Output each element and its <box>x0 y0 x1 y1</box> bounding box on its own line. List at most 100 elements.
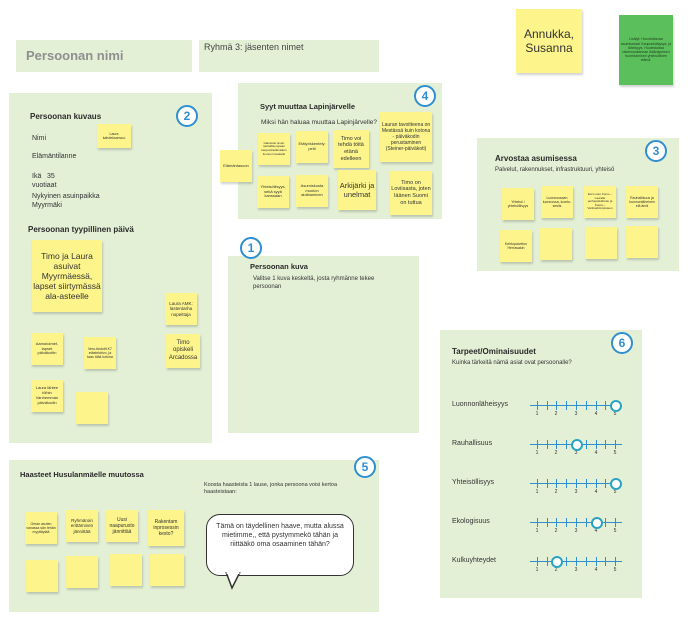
value-note-d-text: Rauhallisuus ja luonnonläheinen elä ämä <box>629 195 655 209</box>
reason-note-e-text: Yhteisöllisyys, sekä syyä kanssaan <box>260 183 286 199</box>
current-residence-label: Nykyinen asuinpaikka <box>32 193 100 200</box>
group-members-field[interactable]: Ryhmä 3: jäsenten nimet <box>199 40 379 72</box>
scale-marker[interactable] <box>610 478 622 490</box>
section-badge-4: 4 <box>414 85 436 107</box>
challenge-note-g[interactable] <box>110 554 142 586</box>
reason-note-a[interactable]: Halusivat oman rauhallisempaan kaupunkie… <box>258 133 290 165</box>
scale-tick-label: 3 <box>574 411 578 417</box>
scale-tick <box>596 401 597 410</box>
green-sticky-note[interactable]: Lisätyt: Huomioitavaa asumisessa! Kaupun… <box>619 15 673 85</box>
reason-note-left[interactable]: Elämäntasoon <box>220 150 252 182</box>
reason-note-e[interactable]: Yhteisöllisyys, sekä syyä kanssaan <box>257 176 289 208</box>
scale-tick <box>586 518 587 527</box>
reason-note-f[interactable]: Asumiskusta muuton aloittaminen <box>296 175 328 207</box>
day-note-4[interactable]: Timo opiskeli Arcadossa <box>166 334 200 368</box>
value-note-f[interactable] <box>540 228 572 260</box>
scale-tick <box>586 401 587 410</box>
reason-note-d[interactable]: Lauran tavoitteena on Mestässä kuin koto… <box>380 112 432 162</box>
scale-tick-label: 5 <box>613 450 617 456</box>
value-note-a-text: Yhteisö / yhteisöllisyys <box>507 199 529 208</box>
day-note-5-text: Laura lähtee töihin Vanhemman päiväkodin <box>35 385 59 405</box>
challenge-note-c[interactable]: Uusi naapurusto jännittää <box>106 510 138 542</box>
scale-label: Yhteisöllisyys <box>452 479 495 486</box>
persona-image-panel[interactable] <box>228 256 419 433</box>
scale-tick-label: 5 <box>613 567 617 573</box>
scale-tick <box>537 401 538 410</box>
scale-marker[interactable] <box>591 517 603 529</box>
reason-note-b[interactable]: Etätyöskentely: pelti <box>296 131 328 163</box>
challenge-note-h[interactable] <box>150 554 184 586</box>
challenges-instruction: Koosta haasteista 1 lause, jonka persoon… <box>204 482 337 495</box>
reason-note-h-text: Timo on Loviisasta, joten läänen Suomi o… <box>391 179 431 206</box>
value-note-d[interactable]: Rauhallisuus ja luonnonläheinen elä ämä <box>626 186 658 218</box>
challenge-note-c-text: Uusi naapurusto jännittää <box>109 517 135 535</box>
scale-tick <box>605 440 606 449</box>
value-note-c-text: Ecco osto Korvo – Lauralle perhepäivähoi… <box>587 192 613 211</box>
scale-tick <box>596 440 597 449</box>
challenge-note-b[interactable]: Ryhmäroin erittäminen jännittää <box>66 510 98 542</box>
scale-tick-label: 1 <box>535 528 539 534</box>
reason-note-c[interactable]: Timo voi tehdä töitä etänä edelleen <box>333 130 369 168</box>
challenge-note-f[interactable] <box>66 556 98 588</box>
scale-marker[interactable] <box>610 400 622 412</box>
day-note-2[interactable]: Aamutoimet, lapset päiväkotiin <box>31 333 63 365</box>
reason-note-c-text: Timo voi tehdä töitä etänä edelleen <box>338 135 364 162</box>
day-note-5[interactable]: Laura lähtee töihin Vanhemman päiväkodin <box>31 380 63 412</box>
day-note-1[interactable]: Laura AMK: lastentarha nopeittaja <box>165 293 197 325</box>
scale-tick-label: 1 <box>535 411 539 417</box>
scale-tick-label: 2 <box>554 489 558 495</box>
value-note-g[interactable] <box>585 227 617 259</box>
scale-tick-label: 2 <box>554 411 558 417</box>
section-badge-3: 3 <box>645 140 667 162</box>
scale-marker[interactable] <box>571 439 583 451</box>
day-note-4-text: Timo opiskeli Arcadossa <box>168 340 198 361</box>
scale-tick <box>576 401 577 410</box>
scale-tick <box>586 479 587 488</box>
value-note-e[interactable]: Kehtopalvelun Herrasakin <box>500 230 532 262</box>
scale-tick <box>596 557 597 566</box>
reason-note-g[interactable]: Arkijärki ja unelmat <box>338 170 376 210</box>
scale-tick-label: 5 <box>613 411 617 417</box>
challenge-note-a[interactable]: Oman asuten vanassa sän tehän myyttäytää <box>25 512 57 544</box>
name-note[interactable]: Laura kahdeksanvuo <box>97 124 131 148</box>
scale-tick-label: 4 <box>594 450 598 456</box>
challenge-note-d[interactable]: Rakentam inprosessin kesto? <box>148 510 184 546</box>
reason-note-h[interactable]: Timo on Loviisasta, joten läänen Suomi o… <box>390 171 432 215</box>
typical-day-title: Persoonan tyypillinen päivä <box>28 225 134 234</box>
values-subtitle: Palvelut, rakennukset, infrastruktuuri, … <box>495 167 615 173</box>
persona-name-field[interactable]: Persoonan nimi <box>16 40 192 72</box>
section-badge-1: 1 <box>240 237 262 259</box>
scale-tick <box>615 557 616 566</box>
value-note-c[interactable]: Ecco osto Korvo – Lauralle perhepäivähoi… <box>584 186 616 218</box>
needs-question: Kuinka tärkeitä nämä asiat ovat persoona… <box>452 360 572 366</box>
scale-tick-label: 2 <box>554 528 558 534</box>
day-note-3[interactable]: Vero-tiedotit K7 etäelektrivo, ja taas t… <box>84 337 116 369</box>
scale-tick-label: 4 <box>594 567 598 573</box>
scale-tick-label: 4 <box>594 411 598 417</box>
value-note-b[interactable]: Luonnossaen luonnossa, luonto-sesiis <box>541 186 573 218</box>
scale-tick <box>547 440 548 449</box>
typical-day-main-note[interactable]: Timo ja Laura asuivat Myyrmäessä, lapset… <box>32 240 102 312</box>
values-title: Arvostaa asumisessa <box>495 154 577 163</box>
day-note-6[interactable] <box>76 392 108 424</box>
reason-note-left-text: Elämäntasoon <box>223 162 249 168</box>
value-note-h[interactable] <box>626 226 658 258</box>
value-note-b-text: Luonnossaen luonnossa, luonto-sesiis <box>542 195 572 209</box>
member-names-text: Annukka, Susanna <box>523 26 575 55</box>
scale-label: Rauhallisuus <box>452 440 493 447</box>
reason-note-b-text: Etätyöskentely: pelti <box>298 141 326 151</box>
scale-tick <box>615 518 616 527</box>
value-note-a[interactable]: Yhteisö / yhteisöllisyys <box>502 188 534 220</box>
scale-tick <box>605 479 606 488</box>
scale-tick <box>576 479 577 488</box>
quote-speech-bubble[interactable]: Tämä on täydellinen haave, mutta alussa … <box>206 514 354 576</box>
group-members-label: Ryhmä 3: jäsenten nimet <box>204 42 304 52</box>
age-value: 35 <box>47 173 55 180</box>
day-note-1-text: Laura AMK: lastentarha nopeittaja <box>169 300 193 317</box>
scale-marker[interactable] <box>551 556 563 568</box>
scale-tick <box>615 440 616 449</box>
scale-tick <box>605 557 606 566</box>
challenge-note-e[interactable] <box>26 560 58 592</box>
member-names-note[interactable]: Annukka, Susanna <box>516 9 582 73</box>
reason-note-f-text: Asumiskusta muuton aloittaminen <box>300 182 324 198</box>
